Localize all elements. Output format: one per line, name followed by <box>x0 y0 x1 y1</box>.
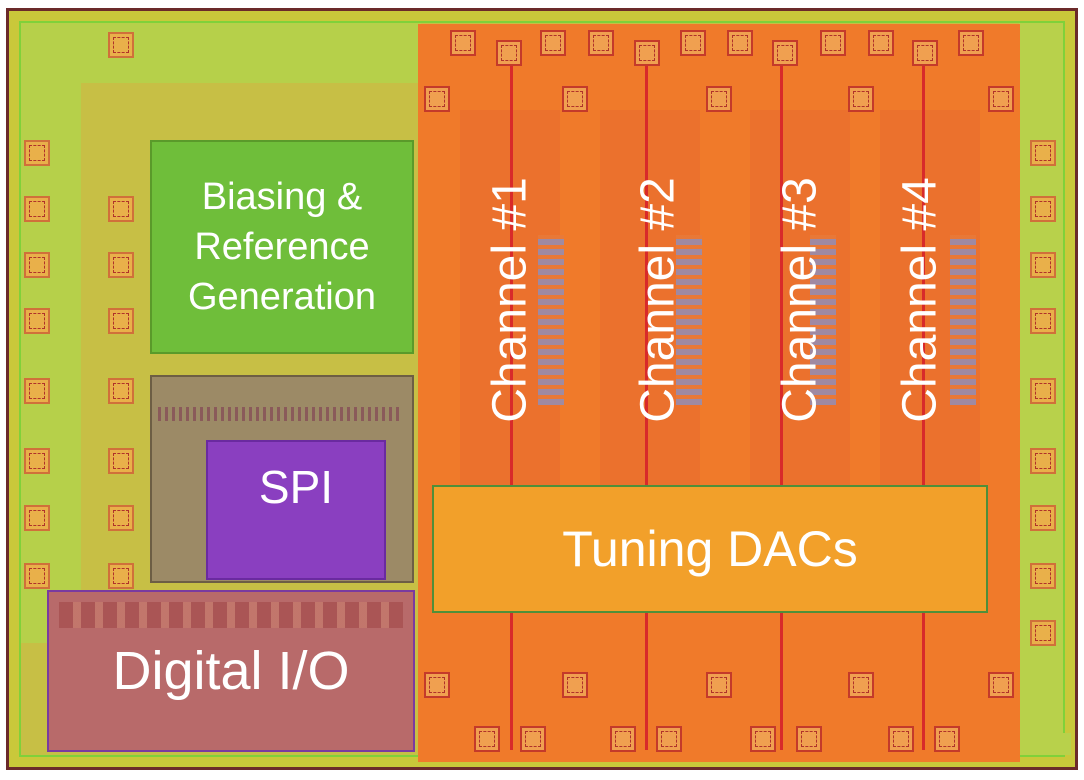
bond-pad <box>610 726 636 752</box>
bond-pad <box>108 448 134 474</box>
spi-routing <box>158 407 403 421</box>
bond-pad <box>706 672 732 698</box>
channel-trace-2 <box>645 60 648 750</box>
bond-pad <box>727 30 753 56</box>
spi-label: SPI <box>258 461 334 513</box>
bond-pad <box>912 40 938 66</box>
bond-pad <box>988 86 1014 112</box>
bond-pad <box>24 252 50 278</box>
digital-io-cells <box>59 602 403 628</box>
bond-pad <box>796 726 822 752</box>
digital-io-label: Digital I/O <box>112 641 350 701</box>
bond-pad <box>108 378 134 404</box>
bond-pad <box>108 252 134 278</box>
bond-pad <box>888 726 914 752</box>
bond-pad <box>562 86 588 112</box>
bond-pad <box>1030 378 1056 404</box>
metal-fill-left <box>21 83 81 643</box>
channel-trace-3 <box>780 60 783 750</box>
bond-pad <box>424 86 450 112</box>
bond-pad <box>24 378 50 404</box>
tuning-dacs-block: Tuning DACs <box>432 485 988 613</box>
channel-1-label: Channel #1 <box>483 177 537 423</box>
channel-circuitry-2 <box>676 235 702 405</box>
bond-pad <box>24 505 50 531</box>
spi-block-region: SPI <box>150 375 414 583</box>
channel-4-label: Channel #4 <box>893 177 947 423</box>
bond-pad <box>24 196 50 222</box>
bond-pad <box>750 726 776 752</box>
digital-io-block: Digital I/O <box>47 590 415 752</box>
bond-pad <box>520 726 546 752</box>
biasing-label-line1: Biasing & <box>201 176 363 218</box>
bond-pad <box>24 563 50 589</box>
biasing-label-line2: Reference <box>194 226 370 268</box>
bond-pad <box>496 40 522 66</box>
channel-trace-4 <box>922 60 925 750</box>
bond-pad <box>108 196 134 222</box>
channel-2-label: Channel #2 <box>631 177 685 423</box>
bond-pad <box>634 40 660 66</box>
spi-block: SPI <box>206 440 386 580</box>
channel-2: Channel #2 <box>628 140 688 460</box>
channel-3-label: Channel #3 <box>773 177 827 423</box>
bond-pad <box>474 726 500 752</box>
bond-pad <box>108 308 134 334</box>
bond-pad <box>934 726 960 752</box>
bond-pad <box>24 448 50 474</box>
metal-fill-top <box>21 23 421 83</box>
bond-pad <box>450 30 476 56</box>
bond-pad <box>24 140 50 166</box>
bond-pad <box>1030 196 1056 222</box>
channel-circuitry-1 <box>538 235 564 405</box>
bond-pad <box>1030 563 1056 589</box>
channel-circuitry-3 <box>810 235 836 405</box>
bond-pad <box>1030 252 1056 278</box>
bond-pad <box>1030 308 1056 334</box>
bond-pad <box>108 563 134 589</box>
channel-3: Channel #3 <box>770 140 830 460</box>
bond-pad <box>24 308 50 334</box>
bond-pad <box>424 672 450 698</box>
bond-pad <box>1030 140 1056 166</box>
bond-pad <box>562 672 588 698</box>
bond-pad <box>588 30 614 56</box>
bond-pad <box>820 30 846 56</box>
bond-pad <box>108 32 134 58</box>
bond-pad <box>706 86 732 112</box>
channel-trace-1 <box>510 60 513 750</box>
bond-pad <box>680 30 706 56</box>
bond-pad <box>656 726 682 752</box>
bond-pad <box>1030 620 1056 646</box>
bond-pad <box>988 672 1014 698</box>
tuning-dacs-label: Tuning DACs <box>562 521 858 577</box>
channel-4: Channel #4 <box>890 140 950 460</box>
bond-pad <box>540 30 566 56</box>
bond-pad <box>848 672 874 698</box>
bond-pad <box>108 505 134 531</box>
channel-1: Channel #1 <box>480 140 540 460</box>
channel-circuitry-4 <box>950 235 976 405</box>
bond-pad <box>772 40 798 66</box>
bond-pad <box>848 86 874 112</box>
bond-pad <box>1030 448 1056 474</box>
bond-pad <box>1030 505 1056 531</box>
biasing-label-line3: Generation <box>187 276 376 318</box>
bond-pad <box>868 30 894 56</box>
bond-pad <box>958 30 984 56</box>
biasing-reference-block: Biasing & Reference Generation <box>150 140 414 354</box>
